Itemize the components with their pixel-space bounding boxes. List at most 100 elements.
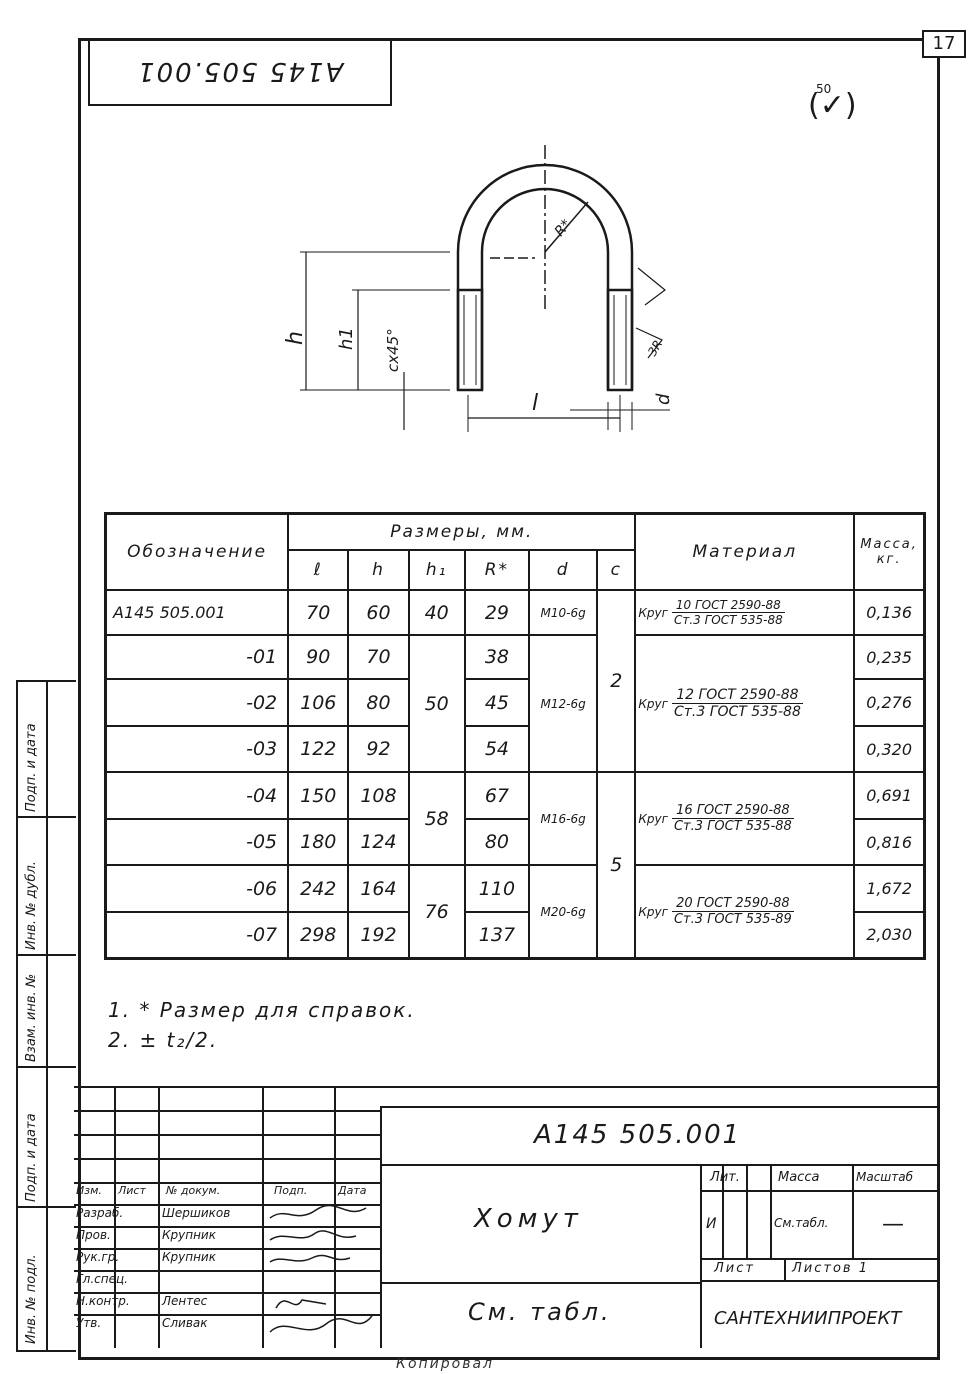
table-cell-h: 192 <box>347 910 410 960</box>
table-cell-l: 106 <box>287 678 350 727</box>
dim-label-h1: h1 <box>336 327 357 350</box>
sheet-number: 17 <box>922 30 966 58</box>
material-prefix: Круг <box>638 811 668 826</box>
stamp-role-name: Сливак <box>162 1316 208 1330</box>
table-cell-R: 67 <box>463 771 531 820</box>
stamp-role-name: Крупник <box>162 1228 216 1242</box>
stamp-role: Рук.гр. <box>76 1250 120 1264</box>
table-cell-h: 164 <box>347 864 410 913</box>
stamp-mass-value: См.табл. <box>774 1216 829 1230</box>
strip-label-sign-date-2: Подп. и дата <box>24 1113 39 1202</box>
stamp-role-name: Шершиков <box>162 1206 231 1220</box>
stamp-lit-value: И <box>706 1216 717 1232</box>
table-cell-R: 29 <box>463 589 531 636</box>
table-cell-h: 108 <box>347 771 410 820</box>
table-cell-R: 110 <box>463 864 531 913</box>
table-cell-d: М12-6g <box>528 633 599 774</box>
table-row-designation: -03 <box>104 724 290 774</box>
stamp-header-doc: № докум. <box>166 1184 221 1197</box>
dim-label-h: h <box>283 331 308 345</box>
table-cell-l: 180 <box>287 817 350 867</box>
material-denominator: Ст.3 ГОСТ 535-88 <box>673 613 783 628</box>
table-cell-h1: 76 <box>407 864 466 960</box>
dim-label-r: 3R <box>645 338 665 359</box>
stamp-role: Гл.спец. <box>76 1272 128 1286</box>
roughness-symbol: 50 (✓) <box>808 82 857 123</box>
strip-label-replace-inv: Взам. инв. № <box>24 973 39 1062</box>
header-h1: h₁ <box>407 548 466 592</box>
table-cell-h1: 40 <box>407 589 466 636</box>
strip-label-orig-inv: Инв. № подл. <box>24 1254 39 1344</box>
table-cell-mass: 0,276 <box>853 678 926 727</box>
table-cell-h: 80 <box>347 678 410 727</box>
note-2: 2. ± t₂/2. <box>108 1028 219 1052</box>
header-designation: Обозначение <box>104 512 290 592</box>
dim-label-l: l <box>532 391 538 416</box>
material-denominator: Ст.3 ГОСТ 535-88 <box>673 819 792 835</box>
stamp-code: А145 505.001 <box>534 1120 742 1150</box>
bottom-cut-text: Копировал <box>396 1356 494 1372</box>
table-cell-mass: 0,816 <box>853 817 926 867</box>
table-cell-l: 150 <box>287 771 350 820</box>
top-code-mirrored: А145 505.001 <box>136 56 344 86</box>
table-cell-l: 70 <box>287 589 350 636</box>
drawing-frame <box>78 38 940 1360</box>
stamp-role: Разраб. <box>76 1206 124 1220</box>
table-cell-mass: 0,136 <box>853 589 926 636</box>
table-cell-d: М10-6g <box>528 589 599 636</box>
stamp-mass-label: Масса <box>778 1170 820 1185</box>
table-cell-R: 137 <box>463 910 531 960</box>
header-material: Материал <box>634 512 856 592</box>
table-cell-h: 60 <box>347 589 410 636</box>
table-cell-d: М20-6g <box>528 864 599 960</box>
material-numerator: 20 ГОСТ 2590-88 <box>671 896 794 913</box>
header-h: h <box>347 548 410 592</box>
table-row-designation: -01 <box>104 633 290 681</box>
stamp-role-name: Крупник <box>162 1250 216 1264</box>
material-prefix: Круг <box>638 605 668 620</box>
table-cell-R: 80 <box>463 817 531 867</box>
strip-label-sign-date-1: Подп. и дата <box>24 723 39 812</box>
roughness-mark: (✓) <box>808 88 857 123</box>
table-cell-h1: 50 <box>407 633 466 774</box>
material-numerator: 12 ГОСТ 2590-88 <box>671 687 803 705</box>
table-row-designation: А145 505.001 <box>104 589 290 636</box>
dim-label-R: R* <box>552 217 575 240</box>
table-cell-c: 2 <box>596 589 637 774</box>
stamp-name: Хомут <box>474 1204 583 1234</box>
roughness-value: 50 <box>816 82 832 96</box>
stamp-organization: САНТЕХНИИПРОЕКТ <box>714 1308 902 1329</box>
material-numerator: 10 ГОСТ 2590-88 <box>671 598 785 614</box>
table-cell-h: 124 <box>347 817 410 867</box>
table-cell-mass: 1,672 <box>853 864 926 913</box>
signatures-icon <box>269 1204 373 1333</box>
left-strip: Подп. и дата Инв. № дубл. Взам. инв. № П… <box>16 680 76 1352</box>
table-cell-d: М16-6g <box>528 771 599 867</box>
header-mass: Масса, кг. <box>853 512 926 592</box>
stamp-sheet-label: Лист <box>714 1261 755 1276</box>
table-cell-h: 92 <box>347 724 410 774</box>
table-cell-l: 298 <box>287 910 350 960</box>
stamp-header-list: Лист <box>118 1184 146 1197</box>
table-cell-mass: 0,691 <box>853 771 926 820</box>
header-l: ℓ <box>287 548 350 592</box>
dim-label-chamfer: cx45° <box>384 328 402 372</box>
table-cell-h1: 58 <box>407 771 466 867</box>
header-sizes: Размеры, мм. <box>287 512 637 551</box>
stamp-header-sign: Подп. <box>274 1184 308 1197</box>
table-cell-h: 70 <box>347 633 410 681</box>
table-row-designation: -07 <box>104 910 290 960</box>
table-cell-R: 54 <box>463 724 531 774</box>
stamp-header-date: Дата <box>338 1184 367 1197</box>
material-denominator: Ст.3 ГОСТ 535-89 <box>673 912 792 928</box>
table-cell-mass: 0,235 <box>853 633 926 681</box>
table-row-designation: -04 <box>104 771 290 820</box>
header-R: R* <box>463 548 531 592</box>
table-cell-c: 5 <box>596 771 637 960</box>
note-1: 1. * Размер для справок. <box>108 998 416 1022</box>
table-cell-l: 122 <box>287 724 350 774</box>
specification-table: Обозначение Размеры, мм. Материал Масса,… <box>104 512 926 960</box>
strip-label-dup-inv: Инв. № дубл. <box>24 861 39 950</box>
